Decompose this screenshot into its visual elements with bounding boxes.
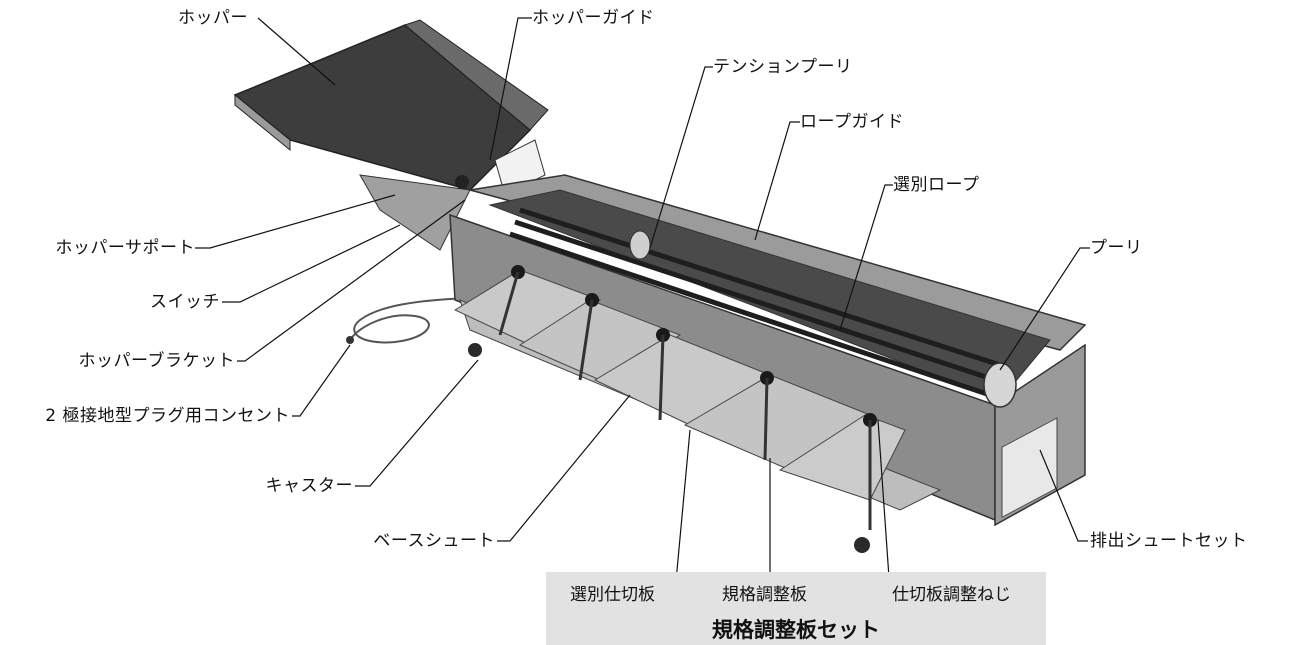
label-tension-pulley: テンションプーリ — [713, 57, 853, 77]
label-hopper-bracket: ホッパーブラケット — [78, 351, 235, 371]
hopper-knob — [455, 175, 469, 189]
hopper-wall-right — [403, 19, 549, 131]
casters — [468, 343, 870, 553]
label-standard-plate: 規格調整板 — [722, 585, 807, 605]
label-hopper-guide: ホッパーガイド — [532, 8, 655, 28]
rope-2 — [514, 219, 996, 383]
tension-pulley-wheel — [629, 230, 651, 260]
chute-plate-2 — [518, 299, 682, 381]
adjust-rods — [498, 271, 872, 530]
leader-lines — [195, 17, 1090, 593]
plug — [346, 336, 354, 344]
label-sorting-rope: 選別ロープ — [893, 175, 980, 195]
power-cable — [349, 297, 471, 344]
chute-plate-1 — [453, 269, 602, 346]
hopper-tray — [233, 24, 532, 191]
label-discharge-chute-set: 排出シュートセット — [1090, 531, 1248, 551]
label-pulley: プーリ — [1090, 238, 1143, 258]
label-divider-screw: 仕切板調整ねじ — [892, 585, 1011, 605]
label-sorting-divider: 選別仕切板 — [570, 585, 655, 605]
label-outlet: 2 極接地型プラグ用コンセント — [45, 406, 290, 426]
hopper-support-plate — [359, 174, 471, 251]
label-hopper: ホッパー — [178, 8, 248, 28]
discharge-chute-panel — [1001, 417, 1058, 518]
rope-3 — [509, 231, 991, 398]
standard-plate-set-panel: 選別仕切板 規格調整板 仕切板調整ねじ 規格調整板セット — [546, 572, 1046, 645]
panel-title: 規格調整板セット — [712, 618, 880, 642]
chute-plate-5 — [778, 414, 906, 501]
label-rope-guide: ロープガイド — [800, 112, 904, 132]
hopper-side-left — [234, 93, 291, 152]
label-switch: スイッチ — [150, 292, 220, 312]
label-caster: キャスター — [265, 476, 353, 496]
pulley-wheel — [983, 362, 1017, 408]
label-base-chute: ベースシュート — [373, 531, 495, 551]
rope-1 — [519, 207, 1001, 368]
label-hopper-support: ホッパーサポート — [55, 238, 195, 258]
